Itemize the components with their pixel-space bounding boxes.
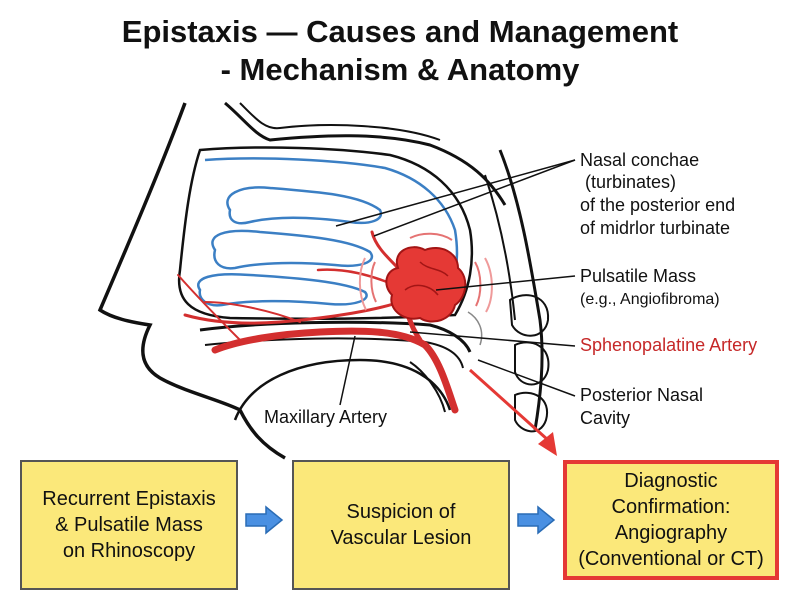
- flow-box-recurrent-epistaxis: Recurrent Epistaxis & Pulsatile Mass on …: [20, 460, 238, 590]
- oral-cavity: [233, 358, 452, 421]
- title-line-1: Epistaxis — Causes and Management: [121, 14, 679, 49]
- flow-box-3-line-2: Confirmation:: [611, 496, 731, 518]
- flow-box-3-line-4: (Conventional or CT): [578, 548, 764, 570]
- label-conchae-2: (turbinates): [585, 172, 676, 192]
- flow-box-vascular-suspicion: Suspicion of Vascular Lesion: [292, 460, 510, 590]
- label-cavity-2: Cavity: [580, 408, 630, 428]
- maxillary-artery: [211, 327, 459, 414]
- leader-mass: [435, 275, 576, 291]
- artery-branch-low: [204, 301, 301, 323]
- leader-conchae-1: [335, 159, 576, 227]
- label-conchae-3: of the posterior end: [580, 195, 735, 215]
- leader-conchae-2: [373, 159, 576, 237]
- right-arrow-icon: [245, 505, 284, 535]
- hard-palate: [199, 320, 472, 353]
- label-maxillary-artery: Maxillary Artery: [264, 407, 387, 427]
- flow-box-1-line-1: Recurrent Epistaxis: [42, 488, 216, 510]
- leader-cavity: [477, 359, 576, 397]
- label-conchae-1: Nasal conchae: [580, 150, 699, 170]
- flow-box-2-line-1: Suspicion of: [346, 501, 456, 523]
- nasal-anatomy-illustration: Nasal conchae (turbinates) of the poster…: [97, 101, 757, 460]
- probe-line: [467, 311, 483, 346]
- red-pointer-arrowhead: [538, 432, 557, 456]
- flow-box-3-line-1: Diagnostic: [624, 470, 718, 492]
- vertebra-3: [514, 391, 549, 433]
- nasal-cavity-outline: [177, 146, 474, 321]
- posterior-wall: [498, 149, 544, 431]
- flow-box-diagnostic-confirmation: Diagnostic Confirmation: Angiography (Co…: [563, 460, 779, 580]
- skull-inner-curve: [239, 102, 441, 141]
- flow-box-1-line-2: & Pulsatile Mass: [55, 514, 203, 536]
- vertebra-1: [508, 294, 550, 337]
- flow-box-2-line-2: Vascular Lesion: [330, 527, 472, 549]
- face-outline: [97, 102, 286, 460]
- leader-maxillary: [339, 335, 356, 406]
- red-pointer-line: [468, 368, 550, 442]
- posterior-wall-inner: [484, 174, 516, 321]
- vertebra-2: [514, 341, 550, 386]
- title-line-2: - Mechanism & Anatomy: [220, 52, 580, 87]
- flow-box-3-line-3: Angiography: [614, 522, 728, 544]
- right-arrow-icon: [517, 505, 556, 535]
- tongue-hint: [409, 361, 446, 413]
- turbinate-middle: [211, 229, 374, 270]
- pulsatile-mass: [358, 232, 493, 323]
- leader-artery: [409, 331, 576, 347]
- turbinate-inferior: [197, 273, 368, 307]
- sphenopalatine-artery: [183, 298, 407, 325]
- label-mass-1: Pulsatile Mass: [580, 266, 696, 286]
- label-sphenopalatine-artery: Sphenopalatine Artery: [580, 335, 757, 355]
- artery-branch-upper: [370, 230, 402, 272]
- flow-box-1-line-3: on Rhinoscopy: [62, 540, 196, 562]
- label-conchae-4: of midrlor turbinate: [580, 218, 730, 238]
- label-mass-2: (e.g., Angiofibroma): [580, 291, 720, 308]
- skull-curve: [224, 101, 507, 206]
- turbinate-superior: [226, 186, 383, 225]
- label-cavity-1: Posterior Nasal: [580, 385, 703, 405]
- artery-branch-front: [177, 274, 241, 341]
